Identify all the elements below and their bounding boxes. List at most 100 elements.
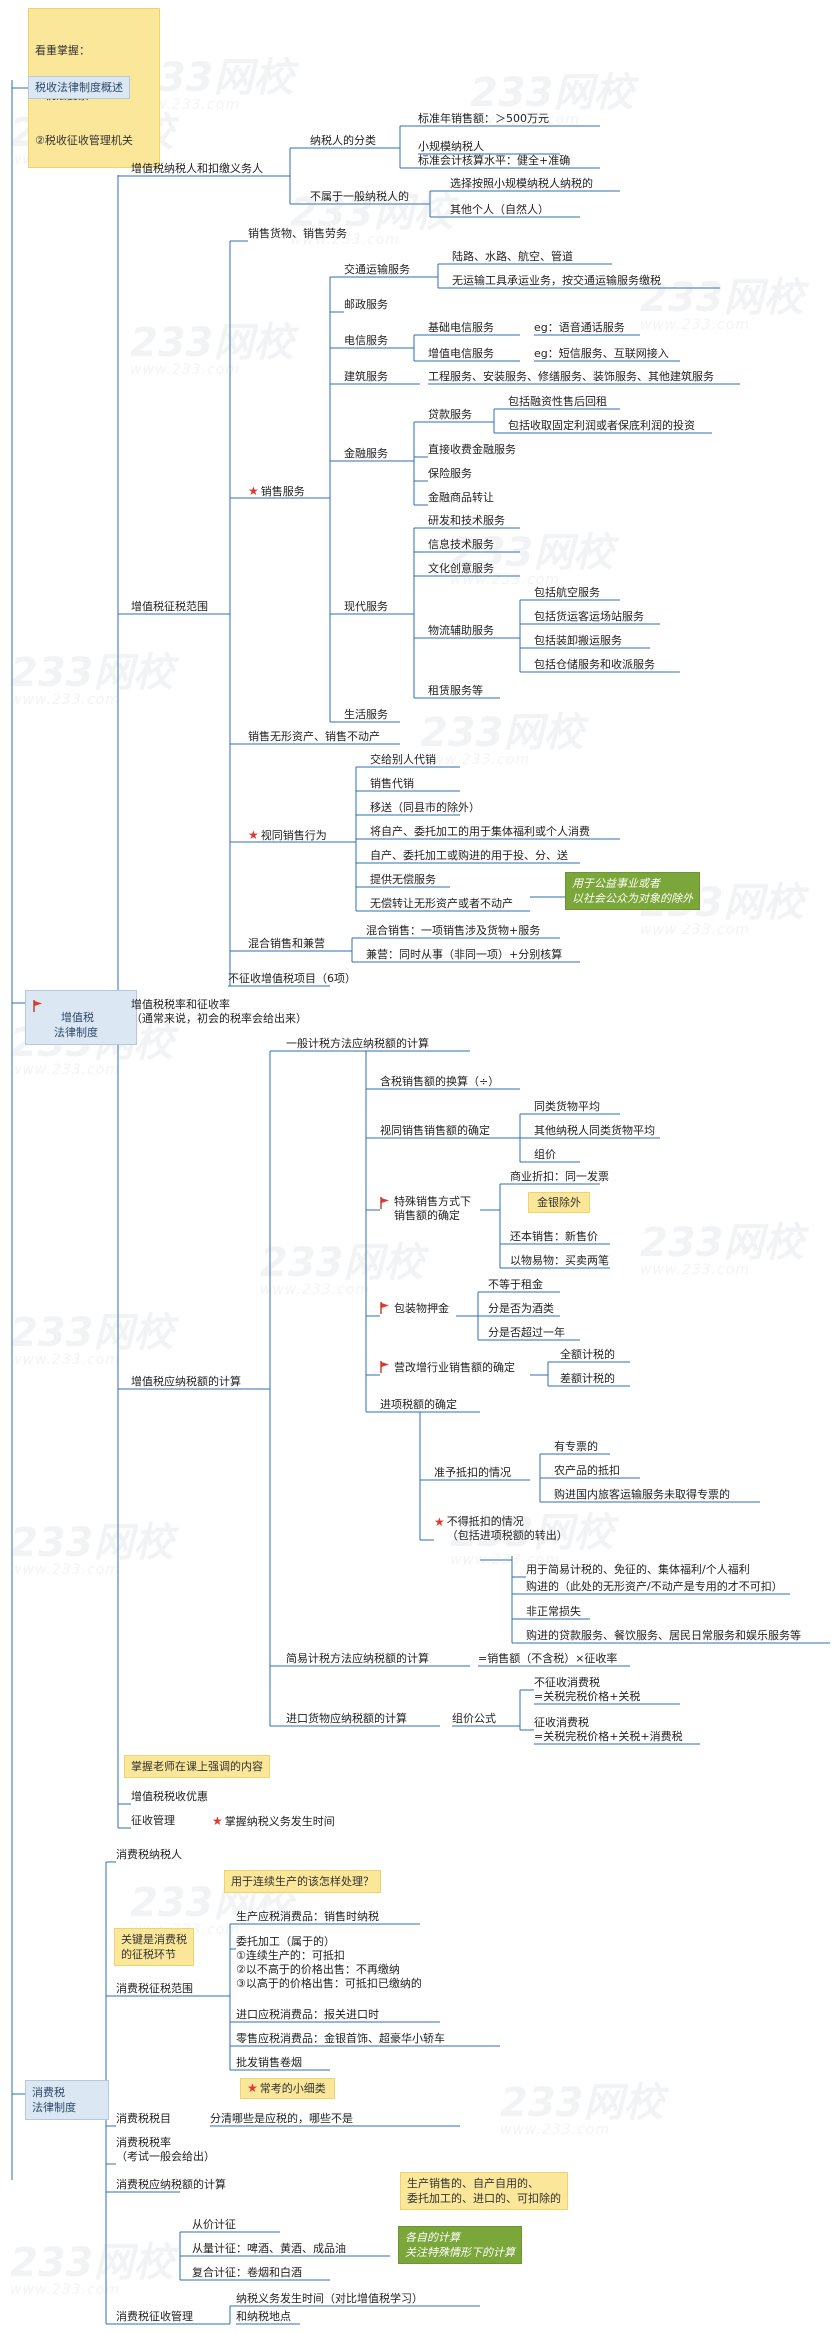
- consumption-rate[interactable]: 消费税税率 （考试一般会给出）: [116, 2136, 215, 2163]
- financial-transfer[interactable]: 金融商品转让: [428, 491, 494, 504]
- special-item[interactable]: 商业折扣：同一发票: [510, 1170, 609, 1183]
- scope-item[interactable]: 委托加工（属于的） ①连续生产的：可抵扣 ②以不高于的价格出售：不再缴纳 ③以高…: [236, 1935, 422, 1990]
- non-deductible-item[interactable]: 用于简易计税的、免征的、集体福利/个人福利: [526, 1563, 750, 1576]
- standard-sales[interactable]: 标准年销售额：＞500万元: [418, 112, 549, 125]
- opt-small[interactable]: 选择按照小规模纳税人纳税的: [450, 177, 593, 190]
- non-deductible-item[interactable]: 购进的贷款服务、餐饮服务、居民日常服务和娱乐服务等: [526, 1629, 801, 1642]
- deductible-item[interactable]: 有专票的: [554, 1440, 598, 1453]
- deemed-item[interactable]: 提供无偿服务: [370, 873, 436, 886]
- vat-reform-item[interactable]: 全额计税的: [560, 1348, 615, 1361]
- admin-item[interactable]: 和纳税地点: [236, 2310, 291, 2323]
- vat-rate[interactable]: 增值税税率和征收率 （通常来说，初会的税率会给出来）: [131, 998, 307, 1025]
- overview-node[interactable]: 税收法律制度概述: [28, 76, 130, 99]
- finance[interactable]: 金融服务: [344, 447, 388, 460]
- not-general[interactable]: 不属于一般纳税人的: [310, 190, 409, 203]
- modern-item[interactable]: 文化创意服务: [428, 562, 494, 575]
- non-deductible[interactable]: ★不得抵扣的情况 （包括进项税额的转出）: [434, 1515, 568, 1543]
- special-item[interactable]: 以物易物：买卖两笔: [510, 1254, 609, 1267]
- scope-item[interactable]: 零售应税消费品：金银首饰、超豪华小轿车: [236, 2032, 445, 2045]
- basic-telecom[interactable]: 基础电信服务: [428, 321, 494, 334]
- intangible-property[interactable]: 销售无形资产、销售不动产: [248, 730, 380, 743]
- deposit-item[interactable]: 不等于租金: [488, 1278, 543, 1291]
- deemed-amount-item[interactable]: 组价: [534, 1148, 556, 1161]
- accounting-standard[interactable]: 标准会计核算水平：健全+准确: [418, 154, 571, 167]
- composite-formula[interactable]: 组价公式: [452, 1712, 496, 1725]
- specific-duty[interactable]: 从量计征：啤酒、黄酒、成品油: [192, 2242, 346, 2255]
- deemed-item[interactable]: 将自产、委托加工的用于集体福利或个人消费: [370, 825, 590, 838]
- deductible-item[interactable]: 农产品的抵扣: [554, 1464, 620, 1477]
- ad-valorem[interactable]: 从价计征: [192, 2218, 236, 2231]
- vat-root-node[interactable]: 增值税 法律制度: [25, 990, 137, 1045]
- taxpayer-classify[interactable]: 纳税人的分类: [310, 134, 376, 147]
- general-method[interactable]: 一般计税方法应纳税额的计算: [286, 1037, 429, 1050]
- deemed-amount-item[interactable]: 其他纳税人同类货物平均: [534, 1124, 655, 1137]
- deemed-sales-amount[interactable]: 视同销售销售额的确定: [380, 1124, 490, 1137]
- simple-method[interactable]: 简易计税方法应纳税额的计算: [286, 1652, 429, 1665]
- vat-reform-sales[interactable]: 营改增行业销售额的确定: [394, 1361, 515, 1374]
- scope-item[interactable]: 批发销售卷烟: [236, 2056, 302, 2069]
- deductible[interactable]: 准予抵扣的情况: [434, 1466, 511, 1479]
- transport-item[interactable]: 无运输工具承运业务，按交通运输服务缴税: [452, 274, 661, 287]
- deposit-item[interactable]: 分是否为酒类: [488, 1302, 554, 1315]
- non-deductible-item[interactable]: 非正常损失: [526, 1605, 581, 1618]
- value-telecom[interactable]: 增值电信服务: [428, 347, 494, 360]
- admin-time[interactable]: ★掌握纳税义务发生时间: [212, 1814, 335, 1829]
- life-services[interactable]: 生活服务: [344, 708, 388, 721]
- scope-item[interactable]: 进口应税消费品：报关进口时: [236, 2008, 379, 2021]
- vat-calc[interactable]: 增值税应纳税额的计算: [131, 1375, 241, 1388]
- consumption-admin[interactable]: 消费税征收管理: [116, 2310, 193, 2323]
- loan-item[interactable]: 包括收取固定利润或者保底利润的投资: [508, 419, 695, 432]
- import-calc[interactable]: 进口货物应纳税额的计算: [286, 1712, 407, 1725]
- deemed-item[interactable]: 销售代销: [370, 777, 414, 790]
- consumption-scope[interactable]: 消费税征税范围: [116, 1982, 193, 1995]
- mixed-sale-def[interactable]: 混合销售：一项销售涉及货物+服务: [366, 924, 541, 937]
- construction[interactable]: 建筑服务: [344, 370, 388, 383]
- direct-fee[interactable]: 直接收费金融服务: [428, 443, 516, 456]
- construction-items[interactable]: 工程服务、安装服务、修缮服务、装饰服务、其他建筑服务: [428, 370, 714, 383]
- basic-telecom-eg[interactable]: eg：语音通话服务: [534, 321, 625, 334]
- compound-duty[interactable]: 复合计征：卷烟和白酒: [192, 2266, 302, 2279]
- vat-admin[interactable]: 征收管理: [131, 1814, 175, 1827]
- admin-item[interactable]: 纳税义务发生时间（对比增值税学习）: [236, 2292, 423, 2305]
- consumption-items-note[interactable]: 分清哪些是应税的，哪些不是: [210, 2112, 353, 2125]
- not-taxed-items[interactable]: 不征收增值税项目（6项）: [228, 972, 356, 985]
- other-person[interactable]: 其他个人（自然人）: [450, 203, 549, 216]
- scope-item[interactable]: 生产应税消费品：销售时纳税: [236, 1910, 379, 1923]
- modern-services[interactable]: 现代服务: [344, 600, 388, 613]
- vat-taxpayer[interactable]: 增值税纳税人和扣缴义务人: [131, 162, 263, 175]
- sales-services[interactable]: ★销售服务: [248, 484, 305, 499]
- leasing[interactable]: 租赁服务等: [428, 684, 483, 697]
- concurrent-def[interactable]: 兼营：同时从事（非同一项）+分别核算: [366, 948, 563, 961]
- telecom[interactable]: 电信服务: [344, 334, 388, 347]
- no-consumption-formula[interactable]: 不征收消费税 =关税完税价格+关税: [534, 1676, 641, 1703]
- deemed-amount-item[interactable]: 同类货物平均: [534, 1100, 600, 1113]
- logistics-item[interactable]: 包括装卸搬运服务: [534, 634, 622, 647]
- consumption-calc[interactable]: 消费税应纳税额的计算: [116, 2178, 226, 2191]
- non-deductible-item[interactable]: 购进的（此处的无形资产/不动产是专用的才不可扣）: [526, 1580, 783, 1593]
- goods-labor[interactable]: 销售货物、销售劳务: [248, 227, 347, 240]
- transport[interactable]: 交通运输服务: [344, 263, 410, 276]
- deposit-item[interactable]: 分是否超过一年: [488, 1326, 565, 1339]
- logistics-item[interactable]: 包括航空服务: [534, 586, 600, 599]
- vat-reform-item[interactable]: 差额计税的: [560, 1372, 615, 1385]
- value-telecom-eg[interactable]: eg：短信服务、互联网接入: [534, 347, 669, 360]
- package-deposit[interactable]: 包装物押金: [394, 1302, 449, 1315]
- loan-item[interactable]: 包括融资性售后回租: [508, 395, 607, 408]
- mixed-sales[interactable]: 混合销售和兼营: [248, 937, 325, 950]
- vat-preferential[interactable]: 增值税税收优惠: [131, 1790, 208, 1803]
- consumption-root-node[interactable]: 消费税 法律制度: [25, 2080, 109, 2120]
- logistics-item[interactable]: 包括货运客运场站服务: [534, 610, 644, 623]
- transport-item[interactable]: 陆路、水路、航空、管道: [452, 250, 573, 263]
- consumption-taxpayer[interactable]: 消费税纳税人: [116, 1848, 182, 1861]
- logistics-item[interactable]: 包括仓储服务和收派服务: [534, 658, 655, 671]
- modern-item[interactable]: 信息技术服务: [428, 538, 494, 551]
- with-consumption-formula[interactable]: 征收消费税 =关税完税价格+关税+消费税: [534, 1716, 683, 1743]
- modern-item[interactable]: 研发和技术服务: [428, 514, 505, 527]
- vat-scope[interactable]: 增值税征税范围: [131, 600, 208, 613]
- deemed-item[interactable]: 交给别人代销: [370, 753, 436, 766]
- logistics[interactable]: 物流辅助服务: [428, 624, 494, 637]
- deemed-sales[interactable]: ★视同销售行为: [248, 828, 327, 843]
- special-sales[interactable]: 特殊销售方式下 销售额的确定: [394, 1195, 471, 1222]
- input-tax[interactable]: 进项税额的确定: [380, 1398, 457, 1411]
- simple-formula[interactable]: =销售额（不含税）×征收率: [478, 1652, 618, 1665]
